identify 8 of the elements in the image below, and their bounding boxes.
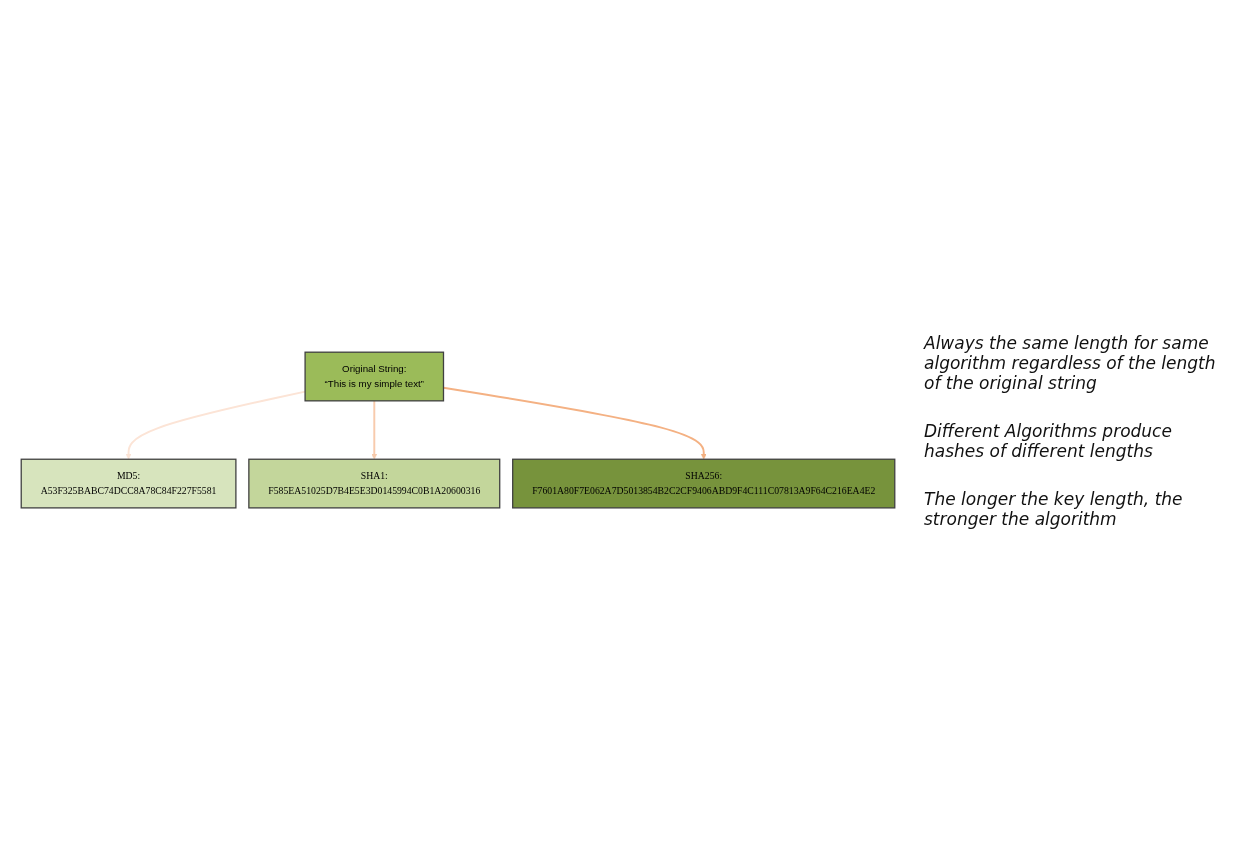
arrow xyxy=(371,400,378,460)
node-box: Original String: “This is my simple text” xyxy=(304,352,445,402)
note-text: Different Algorithms produce hashes of different lengths xyxy=(924,420,1173,461)
note-text: The longer the key length, the stronger the algorithm xyxy=(924,488,1184,529)
node-box: MD5: A53F325BABC74DCC8A78C84F227F5581 xyxy=(20,459,237,509)
note-text: Always the same length for same algorithm regardless of the length of the original string xyxy=(924,332,1217,393)
node-box: SHA256: F7601A80F7E062A7D5013854B2C2CF9406ABD9F4C111C07813A9F64C216EA4E2 xyxy=(512,459,896,509)
node-box: SHA1: F585EA51025D7B4E5E3D0145994C0B1A20600316 xyxy=(248,459,501,509)
